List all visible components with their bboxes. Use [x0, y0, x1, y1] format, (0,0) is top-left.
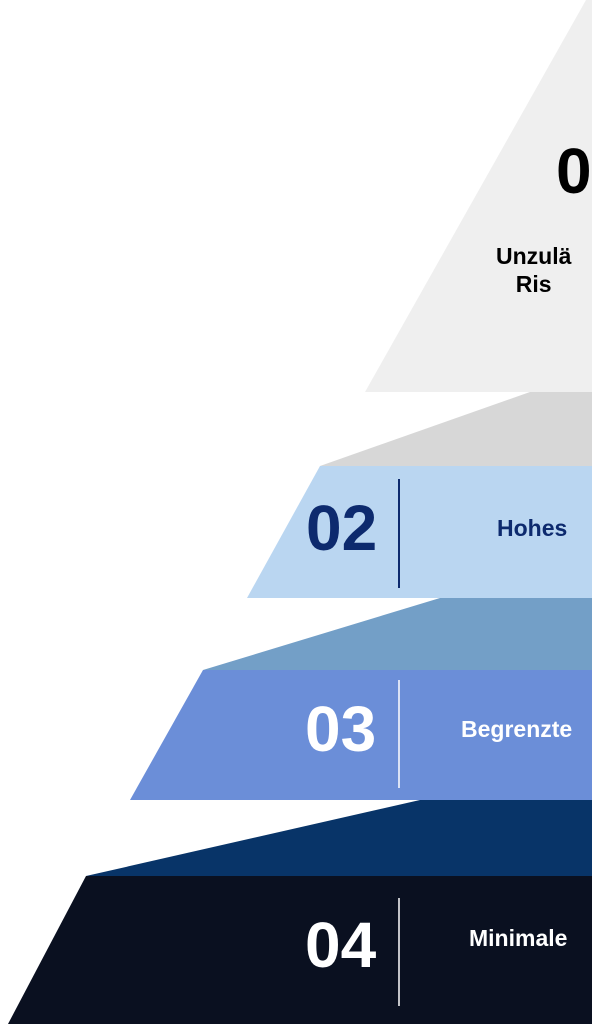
level-2-number: 02: [306, 492, 378, 564]
level-2-label: Hohes: [497, 515, 568, 541]
level-1-face: [365, 0, 592, 392]
level-1-label: Unzulä Ris: [496, 243, 571, 298]
level-2-face: [247, 466, 592, 598]
level-1-label-line-1: Unzulä: [496, 243, 572, 269]
level-1-shelf: [320, 392, 592, 466]
level-2-shelf: [203, 598, 592, 670]
level-1-label-line-2: Ris: [515, 270, 552, 297]
level-4-number: 04: [305, 909, 377, 981]
level-3-face: [130, 670, 592, 800]
level-3-number: 03: [305, 693, 377, 765]
level-4-label: Minimale: [469, 925, 568, 951]
level-3-label: Begrenzte: [461, 716, 573, 742]
level-3-shelf: [86, 800, 592, 876]
level-4-face: [8, 876, 592, 1024]
level-1-number: 0: [556, 135, 592, 207]
